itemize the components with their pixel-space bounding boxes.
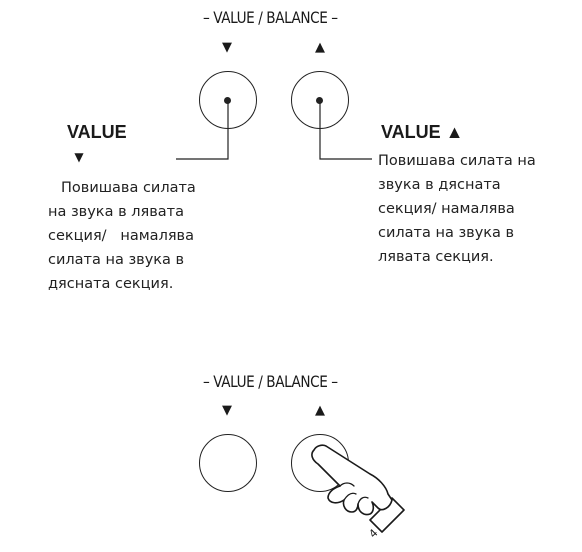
left-callout-description: Повишава силата на звука в лявата секция… — [48, 176, 200, 296]
bottom-value-up-marker: ▲ — [315, 403, 325, 418]
left-callout-marker: ▼ — [74, 150, 84, 164]
finger-press-icon — [311, 444, 405, 533]
right-desc-line: звука в дясната — [378, 177, 501, 193]
left-desc-line: силата на звука в — [48, 252, 185, 268]
top-value-down-button-dot — [224, 97, 231, 104]
top-value-up-button-dot — [316, 97, 323, 104]
right-desc-line: лявата секция. — [378, 249, 494, 265]
top-panel-label: – VALUE / BALANCE – — [203, 8, 338, 27]
bottom-value-down-button[interactable] — [199, 434, 257, 492]
right-callout-title: VALUE ▲ — [381, 122, 464, 142]
left-callout-title: VALUE — [67, 122, 127, 142]
bottom-panel-label: – VALUE / BALANCE – — [203, 372, 338, 391]
left-desc-line: Повишава силата — [61, 180, 196, 196]
right-desc-line: силата на звука в — [378, 225, 515, 241]
top-value-down-marker: ▼ — [222, 40, 232, 55]
right-desc-line: Повишава силата на — [378, 153, 536, 169]
left-desc-line: дясната секция. — [48, 276, 174, 292]
right-callout-description: Повишава силата на звука в дясната секци… — [378, 149, 578, 269]
bottom-value-down-marker: ▼ — [222, 403, 232, 418]
left-desc-line: секция/ намалява — [48, 228, 194, 244]
left-desc-line: на звука в лявата — [48, 204, 184, 220]
top-value-up-marker: ▲ — [315, 40, 325, 55]
right-desc-line: секция/ намалява — [378, 201, 515, 217]
